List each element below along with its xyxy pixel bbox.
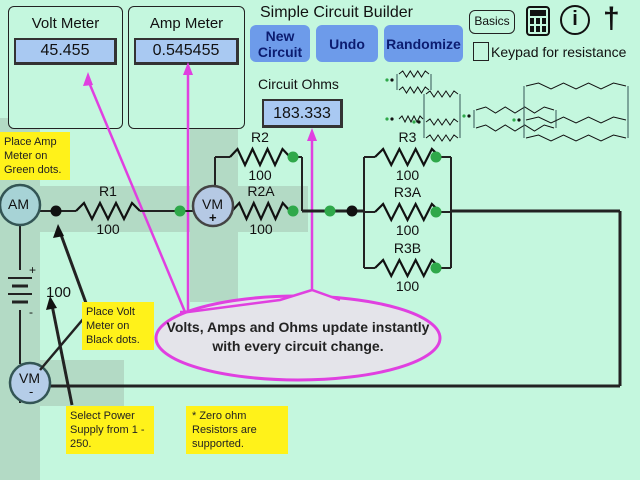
resistor-value[interactable]: 100 xyxy=(96,221,120,237)
thumbnail-parallel-2-dot xyxy=(385,78,389,82)
thumbnail-parallel-3-resistor[interactable] xyxy=(425,118,459,126)
note-zero-ohm: * Zero ohm Resistors are supported. xyxy=(186,406,288,454)
volt-meter-panel: Volt Meter 45.455 xyxy=(8,6,123,129)
green-dot[interactable] xyxy=(430,151,442,163)
calculator-icon[interactable] xyxy=(526,6,550,36)
resistor-r1[interactable] xyxy=(75,200,141,222)
new-circuit-button[interactable]: New Circuit xyxy=(250,25,310,62)
thumbnail-grid-resistor[interactable] xyxy=(525,82,627,90)
resistor-value[interactable]: 100 xyxy=(395,278,420,294)
undo-button[interactable]: Undo xyxy=(316,25,378,62)
resistor-value[interactable]: 100 xyxy=(395,167,420,183)
resistor-r2a[interactable] xyxy=(231,200,291,222)
callout-tail xyxy=(180,288,341,314)
callout-text: Volts, Amps and Ohms update instantly wi… xyxy=(166,319,430,354)
amp-meter-value: 0.545455 xyxy=(134,38,239,65)
resistor-name: R2A xyxy=(247,183,275,199)
resistor-r3a[interactable] xyxy=(374,201,441,223)
resistor-value[interactable]: 100 xyxy=(248,167,272,183)
thumbnail-parallel-3-resistor[interactable] xyxy=(425,90,459,98)
thumbnail-series-parallel-resistor[interactable] xyxy=(475,124,555,132)
thumbnail-grid-dot xyxy=(512,118,516,122)
keypad-checkbox-label: Keypad for resistance xyxy=(491,44,627,60)
callout-pointer xyxy=(86,79,187,313)
callout-arrowhead xyxy=(307,128,317,141)
resistor-r3b[interactable] xyxy=(374,257,441,279)
circuit-ohms-value: 183.333 xyxy=(262,99,343,128)
thumbnail-grid-resistor[interactable] xyxy=(525,116,627,124)
dagger-icon[interactable]: † xyxy=(603,2,620,35)
thumbnail-parallel-3-resistor[interactable] xyxy=(425,134,459,142)
resistor-value[interactable]: 100 xyxy=(249,221,273,237)
note-power-supply: Select Power Supply from 1 - 250. xyxy=(66,406,154,454)
thumbnail-series-parallel-dot xyxy=(467,114,471,118)
arrowhead xyxy=(53,224,64,238)
power-supply-value[interactable]: 100 xyxy=(46,284,72,301)
thumbnail-parallel-2-resistor[interactable] xyxy=(398,70,430,78)
black-dot[interactable] xyxy=(346,205,358,217)
thumbnail-parallel-2-dot xyxy=(390,78,394,82)
thumbnail-single-dot xyxy=(390,117,394,121)
pointer-line xyxy=(39,317,85,371)
voltmeter-bottom[interactable] xyxy=(8,361,52,405)
green-dot[interactable] xyxy=(174,205,186,217)
ammeter-label: AM xyxy=(8,196,29,212)
resistor-name: R2 xyxy=(251,129,269,145)
thumbnail-parallel-3-dot xyxy=(412,120,416,124)
guide-band xyxy=(40,360,124,406)
resistor-name: R3A xyxy=(393,184,422,200)
black-dot[interactable] xyxy=(50,205,62,217)
thumbnail-single-dot xyxy=(385,117,389,121)
info-icon[interactable]: i xyxy=(560,5,590,35)
voltmeter-label: VM xyxy=(202,196,223,212)
pointer-arrow xyxy=(50,304,74,406)
voltmeter-bottom-label: VM xyxy=(19,370,40,386)
randomize-button[interactable]: Randomize xyxy=(384,25,463,62)
voltmeter-plus: + xyxy=(209,210,217,225)
thumbnail-series-parallel-dot xyxy=(462,114,466,118)
circuit-ohms-label: Circuit Ohms xyxy=(258,76,339,92)
resistor-r3[interactable] xyxy=(374,146,441,168)
keypad-checkbox[interactable] xyxy=(473,42,489,61)
green-dot[interactable] xyxy=(324,205,336,217)
guide-band xyxy=(40,186,308,232)
green-dot[interactable] xyxy=(430,206,442,218)
thumbnail-single-resistor[interactable] xyxy=(398,114,424,124)
battery-plus: + xyxy=(29,263,37,277)
thumbnail-grid-resistor[interactable] xyxy=(525,134,627,142)
resistor-value[interactable]: 100 xyxy=(395,222,420,238)
resistor-name: R3B xyxy=(393,240,422,256)
resistor-r2[interactable] xyxy=(229,146,291,168)
note-volt-meter: Place Volt Meter on Black dots. xyxy=(82,302,154,350)
thumbnail-parallel-2-resistor[interactable] xyxy=(398,86,430,94)
resistor-name: R1 xyxy=(99,183,117,199)
amp-meter-title: Amp Meter xyxy=(149,15,224,32)
app-title: Simple Circuit Builder xyxy=(260,4,413,21)
resistor-name: R3 xyxy=(398,129,417,145)
ammeter[interactable] xyxy=(0,183,42,227)
volt-meter-title: Volt Meter xyxy=(31,15,100,32)
guide-band xyxy=(190,232,238,302)
thumbnail-grid-dot xyxy=(517,118,521,122)
thumbnail-series-parallel-resistor[interactable] xyxy=(475,106,555,114)
callout-arrowhead xyxy=(183,62,193,75)
basics-button[interactable]: Basics xyxy=(469,10,515,34)
note-amp-meter: Place Amp Meter on Green dots. xyxy=(0,132,70,180)
green-dot[interactable] xyxy=(287,205,299,217)
battery-minus: - xyxy=(29,305,33,319)
voltmeter[interactable] xyxy=(191,184,235,228)
callout-arrowhead xyxy=(83,72,93,86)
arrowhead xyxy=(46,296,57,310)
voltmeter-bottom-minus: - xyxy=(29,384,34,399)
thumbnail-parallel-3-dot xyxy=(417,120,421,124)
green-dot[interactable] xyxy=(430,262,442,274)
volt-meter-value: 45.455 xyxy=(14,38,117,65)
pointer-arrow xyxy=(58,231,88,304)
green-dot[interactable] xyxy=(287,151,299,163)
